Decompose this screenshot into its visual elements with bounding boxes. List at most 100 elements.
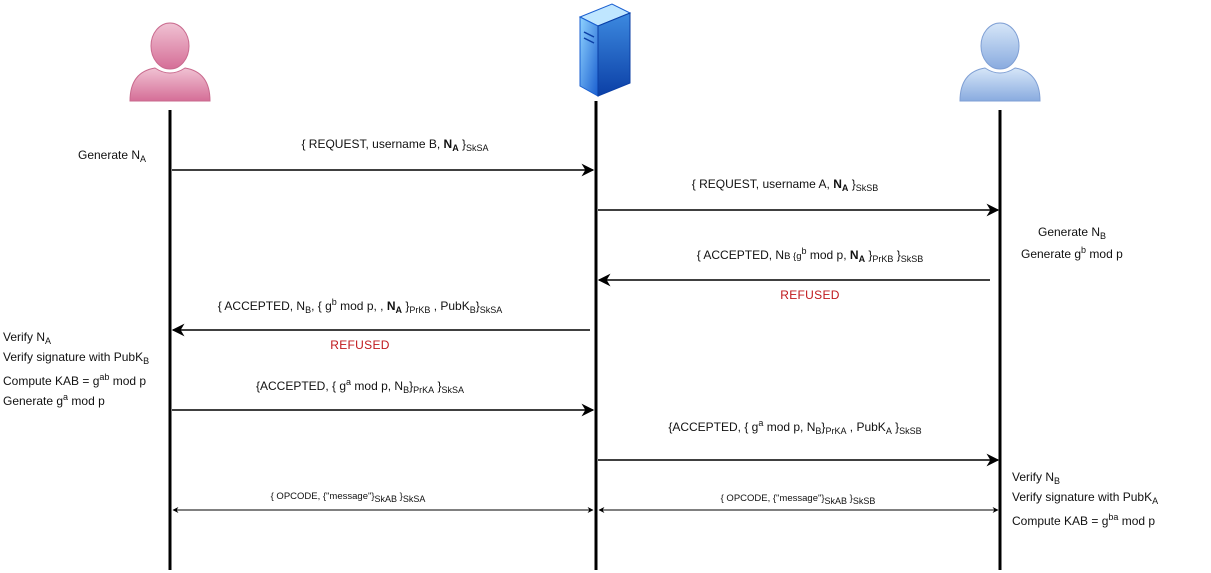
msg-key: SkSB <box>900 254 924 264</box>
msg-sup: b <box>801 246 807 256</box>
msg-text: mod p, , <box>336 299 387 313</box>
msg-sub: A <box>395 305 403 315</box>
msg-text: {ACCEPTED, { g <box>668 420 759 434</box>
msg-key: SkSB <box>852 496 876 506</box>
msg-key: PrKA <box>825 426 847 436</box>
msg-text: } <box>891 420 900 434</box>
msg-text: , PubK <box>430 299 470 313</box>
blue-person-icon <box>959 22 1041 102</box>
note-text: Verify N <box>1012 470 1055 484</box>
msg-text: } <box>848 177 856 191</box>
msg-nonce: N <box>386 299 396 313</box>
msg-sub: B <box>305 305 312 315</box>
note-text: mod p <box>1086 247 1123 261</box>
note-sub: A <box>140 154 147 164</box>
msg-sub: A <box>885 426 892 436</box>
note-sub: B <box>1100 231 1107 241</box>
msg-text: } <box>821 420 826 434</box>
note-b-verify-nb: Verify NB <box>1012 469 1158 489</box>
note-text: Compute KAB = g <box>1012 514 1109 528</box>
msg-sub: B <box>403 385 410 395</box>
msg-text: {g <box>790 251 802 262</box>
msg-key: PrKB <box>409 305 431 315</box>
msg-key: PrKA <box>413 385 435 395</box>
note-sup: a <box>63 392 69 402</box>
message-m5: {ACCEPTED, { ga mod p, NB}PrKA }SkSA <box>256 377 464 395</box>
msg-text: } <box>458 137 467 151</box>
msg-sub: A <box>858 254 866 264</box>
note-text: Generate N <box>78 148 141 162</box>
msg-sup: a <box>758 418 764 428</box>
msg-sub: A <box>452 143 459 153</box>
msg-key: SkSA <box>466 143 489 153</box>
msg-sub: A <box>841 183 849 193</box>
note-b-compute: Compute KAB = gba mod p <box>1012 509 1158 529</box>
note-b-verify-block: Verify NB Verify signature with PubKA Co… <box>1012 469 1158 529</box>
msg-text: { REQUEST, username B, <box>301 137 444 151</box>
msg-text: } <box>434 379 442 393</box>
note-sup: ab <box>99 372 110 382</box>
msg-text: , PubK <box>846 420 886 434</box>
message-m4: { ACCEPTED, NB, { gb mod p, , NA }PrKB ,… <box>218 297 503 315</box>
msg-text: mod p, N <box>763 420 816 434</box>
note-text: Verify N <box>3 330 46 344</box>
msg-text: { OPCODE, {"message"} <box>270 491 375 502</box>
msg-nonce: N <box>443 137 453 151</box>
msg-key: SkAB <box>824 496 848 506</box>
msg-text: mod p, N <box>351 379 404 393</box>
msg-text: { REQUEST, username A, <box>691 177 834 191</box>
msg-text: {ACCEPTED, { g <box>256 379 347 393</box>
note-a-verify-na: Verify NA <box>3 329 149 349</box>
msg-key: SkSA <box>441 385 464 395</box>
note-sup: ba <box>1108 512 1119 522</box>
msg-sup: b <box>331 297 337 307</box>
msg-key: SkSB <box>855 183 879 193</box>
msg-sub: B <box>469 305 476 315</box>
note-text: Compute KAB = g <box>3 374 100 388</box>
msg-text: } <box>397 491 403 502</box>
msg-sup: a <box>346 377 352 387</box>
note-text: Verify signature with PubK <box>1012 490 1153 504</box>
note-sub: A <box>45 336 52 346</box>
message-m7: { OPCODE, {"message"}SkAB }SkSA <box>271 491 426 504</box>
msg-text: } <box>409 379 414 393</box>
msg-sub: B <box>815 426 822 436</box>
msg-text: { ACCEPTED, N <box>217 299 306 313</box>
msg-nonce: N <box>849 248 859 262</box>
note-sub: A <box>1152 496 1159 506</box>
message-m6: {ACCEPTED, { ga mod p, NB}PrKA , PubKA }… <box>668 418 921 436</box>
msg-text: } <box>893 248 901 262</box>
message-m1: { REQUEST, username B, NA }SkSA <box>301 137 488 153</box>
msg-text: mod p, <box>806 248 850 262</box>
note-text: Generate g <box>3 394 64 408</box>
msg-nonce: N <box>833 177 842 191</box>
refused-label-2: REFUSED <box>330 338 390 352</box>
note-b-verify-sig: Verify signature with PubKA <box>1012 489 1158 509</box>
message-m8: { OPCODE, {"message"}SkAB }SkSB <box>721 493 876 506</box>
msg-text: } <box>865 248 873 262</box>
msg-key: SkSA <box>479 305 503 315</box>
note-a-generate-ga: Generate ga mod p <box>3 389 149 409</box>
msg-text: } <box>847 493 853 504</box>
msg-text: { OPCODE, {"message"} <box>720 493 825 504</box>
msg-sub: B <box>784 251 791 262</box>
pink-person-icon <box>129 22 211 102</box>
note-a-generate-na: Generate NA <box>78 147 146 167</box>
msg-key: PrKB <box>872 254 894 264</box>
msg-text: } <box>402 299 410 313</box>
msg-key: SkSB <box>899 426 922 436</box>
msg-key: SkAB <box>374 494 398 504</box>
note-a-verify-block: Verify NA Verify signature with PubKB Co… <box>3 329 149 409</box>
server-icon <box>578 3 632 97</box>
note-text: Generate g <box>1021 247 1082 261</box>
note-b-generate-gb: Generate gb mod p <box>1021 242 1123 262</box>
note-text: Verify signature with PubK <box>3 350 144 364</box>
msg-text: } <box>475 299 480 313</box>
note-sub: B <box>1054 476 1061 486</box>
msg-text: { ACCEPTED, N <box>696 248 785 262</box>
message-m2: { REQUEST, username A, NA }SkSB <box>692 177 878 193</box>
note-sub: B <box>143 356 150 366</box>
msg-key: SkSA <box>402 494 426 504</box>
message-m3: { ACCEPTED, NB {gb mod p, NA }PrKB }SkSB <box>697 246 924 264</box>
